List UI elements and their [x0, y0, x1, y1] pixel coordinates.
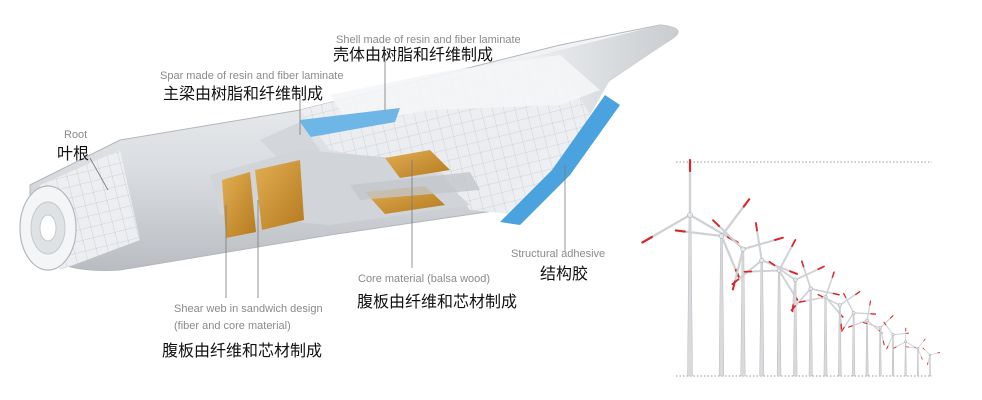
shell-label-zh: 壳体由树脂和纤维制成 — [333, 45, 494, 64]
shear-web-label-en-line1: Shear web in sandwich design — [174, 303, 323, 315]
wind-turbine — [841, 292, 877, 377]
root-label-en: Root — [64, 129, 88, 141]
shear-web-label-en-line2: (fiber and core material) — [174, 320, 291, 332]
wind-turbine — [743, 239, 799, 377]
adhesive-label-en: Structural adhesive — [511, 248, 606, 260]
spar-label-zh: 主梁由树脂和纤维制成 — [163, 84, 324, 103]
wind-turbine — [883, 321, 909, 377]
leader-root — [89, 157, 109, 191]
wind-turbine — [817, 291, 861, 377]
turbine-group — [641, 158, 940, 377]
root-label-zh: 叶根 — [57, 144, 90, 163]
wind-turbine — [893, 327, 918, 377]
spar-label-en: Spar made of resin and fiber laminate — [160, 70, 344, 82]
core-label-en: Core material (balsa wood) — [358, 273, 491, 285]
leader-lines — [89, 58, 566, 298]
wind-turbine — [674, 198, 751, 377]
shear-web-label-zh: 腹板由纤维和芯材制成 — [162, 341, 323, 360]
wind-turbine — [712, 219, 784, 377]
wind-turbine — [922, 347, 940, 377]
wind-turbine — [641, 158, 739, 377]
wind-turbine — [905, 338, 926, 377]
wind-turbine — [798, 271, 844, 377]
core-label-zh: 腹板由纤维和芯材制成 — [357, 292, 518, 311]
blade-body — [19, 24, 679, 271]
wind-turbine — [862, 315, 894, 377]
adhesive-label-zh: 结构胶 — [540, 264, 589, 283]
shell-label-en: Shell made of resin and fiber laminate — [336, 34, 521, 46]
wind-turbine — [790, 260, 840, 377]
